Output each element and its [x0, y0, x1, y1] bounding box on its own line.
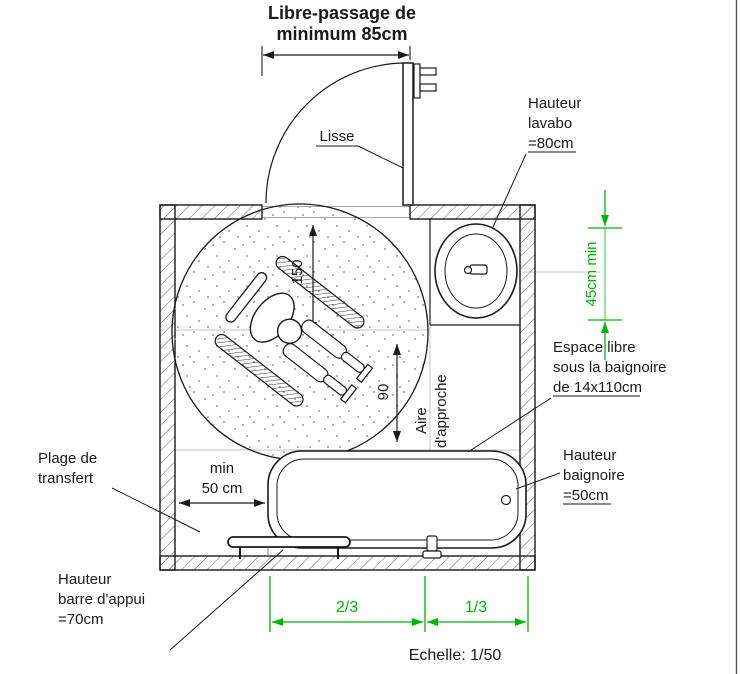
- lisse-callout: Lisse: [316, 128, 404, 169]
- passage-title-line1: Libre-passage de: [268, 3, 416, 23]
- bathtub-faucet: [426, 535, 438, 552]
- baignoire-label-3: =50cm: [563, 487, 608, 504]
- footrest-right: [339, 384, 358, 404]
- dimension-fractions: 2/3 1/3: [269, 576, 529, 632]
- baignoire-callout: Hauteur baignoire =50cm: [515, 447, 625, 505]
- aire-label-1: Aire: [413, 407, 430, 434]
- espace-leader-line: [467, 397, 552, 453]
- washbasin-tap: [469, 264, 488, 275]
- wall-bottom: [159, 555, 536, 571]
- person-head: [276, 318, 303, 344]
- lisse-leader-line: [357, 145, 404, 169]
- grab-bar: [227, 536, 351, 559]
- door-leaf: [402, 62, 414, 206]
- fraction-two-thirds: 2/3: [336, 599, 358, 616]
- dimension-min50: min 50 cm: [179, 460, 265, 507]
- barre-callout: Hauteur barre d'appui =70cm: [58, 549, 284, 651]
- plage-label-1: Plage de: [38, 450, 97, 467]
- plage-leader-line: [111, 487, 201, 533]
- espace-label-1: Espace libre: [553, 339, 636, 356]
- bathtub: [267, 450, 527, 559]
- footrest-left: [355, 363, 374, 384]
- wheelchair-wheel-left: [275, 255, 365, 329]
- wheelchair-wheel-right: [214, 333, 304, 407]
- barre-label-1: Hauteur: [58, 571, 111, 588]
- baignoire-label-2: baignoire: [563, 467, 625, 484]
- bathtub-drain: [500, 494, 512, 506]
- baignoire-label-1: Hauteur: [563, 447, 616, 464]
- washbasin-drain: [463, 265, 473, 275]
- baignoire-leader-line: [515, 472, 561, 490]
- min50-label-1: min: [210, 460, 234, 477]
- dimension-90-label: 90: [375, 384, 392, 401]
- espace-label-3: de 14x110cm: [553, 379, 642, 396]
- dimension-85cm: Libre-passage de minimum 85cm: [261, 3, 416, 76]
- barre-leader-line: [169, 549, 284, 651]
- aire-label-2: d'approche: [433, 374, 450, 448]
- door: [265, 62, 437, 206]
- lavabo-callout: Hauteur lavabo =80cm: [492, 95, 581, 228]
- espace-libre-callout: Espace libre sous la baignoire de 14x110…: [467, 339, 666, 453]
- min50-label-2: 50 cm: [202, 480, 243, 497]
- dimension-90: 90: [375, 344, 401, 442]
- lavabo-label-1: Hauteur: [528, 95, 581, 112]
- bathtub-faucet-base: [422, 550, 442, 559]
- espace-label-2: sous la baignoire: [553, 359, 666, 376]
- bathtub-inner: [276, 458, 519, 541]
- transfer-area-callout: Plage de transfert: [38, 450, 201, 533]
- fraction-one-third: 1/3: [465, 599, 487, 616]
- dimension-45cm-label: 45cm min: [583, 241, 600, 306]
- wall-top-right: [409, 204, 536, 220]
- door-hinge-bottom: [419, 83, 437, 92]
- wheelchair-backrest: [225, 272, 268, 323]
- barre-label-3: =70cm: [58, 611, 103, 628]
- lavabo-label-3: =80cm: [528, 135, 573, 152]
- approach-area-label: Aire d'approche: [413, 374, 450, 448]
- lavabo-label-2: lavabo: [528, 115, 572, 132]
- washbasin-area: [429, 219, 520, 326]
- wheelchair: [214, 255, 374, 407]
- grab-bar-rail: [227, 536, 351, 548]
- dimension-45cm: 45cm min: [583, 190, 622, 360]
- lavabo-leader-line: [492, 153, 527, 228]
- passage-title-line2: minimum 85cm: [276, 24, 407, 44]
- lisse-label: Lisse: [319, 128, 354, 145]
- door-hinge-top: [419, 67, 437, 76]
- door-frame: [413, 63, 421, 99]
- wall-left: [159, 204, 176, 571]
- scale-label: Echelle: 1/50: [409, 647, 502, 664]
- plage-label-2: transfert: [38, 470, 94, 487]
- barre-label-2: barre d'appui: [58, 591, 145, 608]
- door-swing-arc: [265, 62, 407, 204]
